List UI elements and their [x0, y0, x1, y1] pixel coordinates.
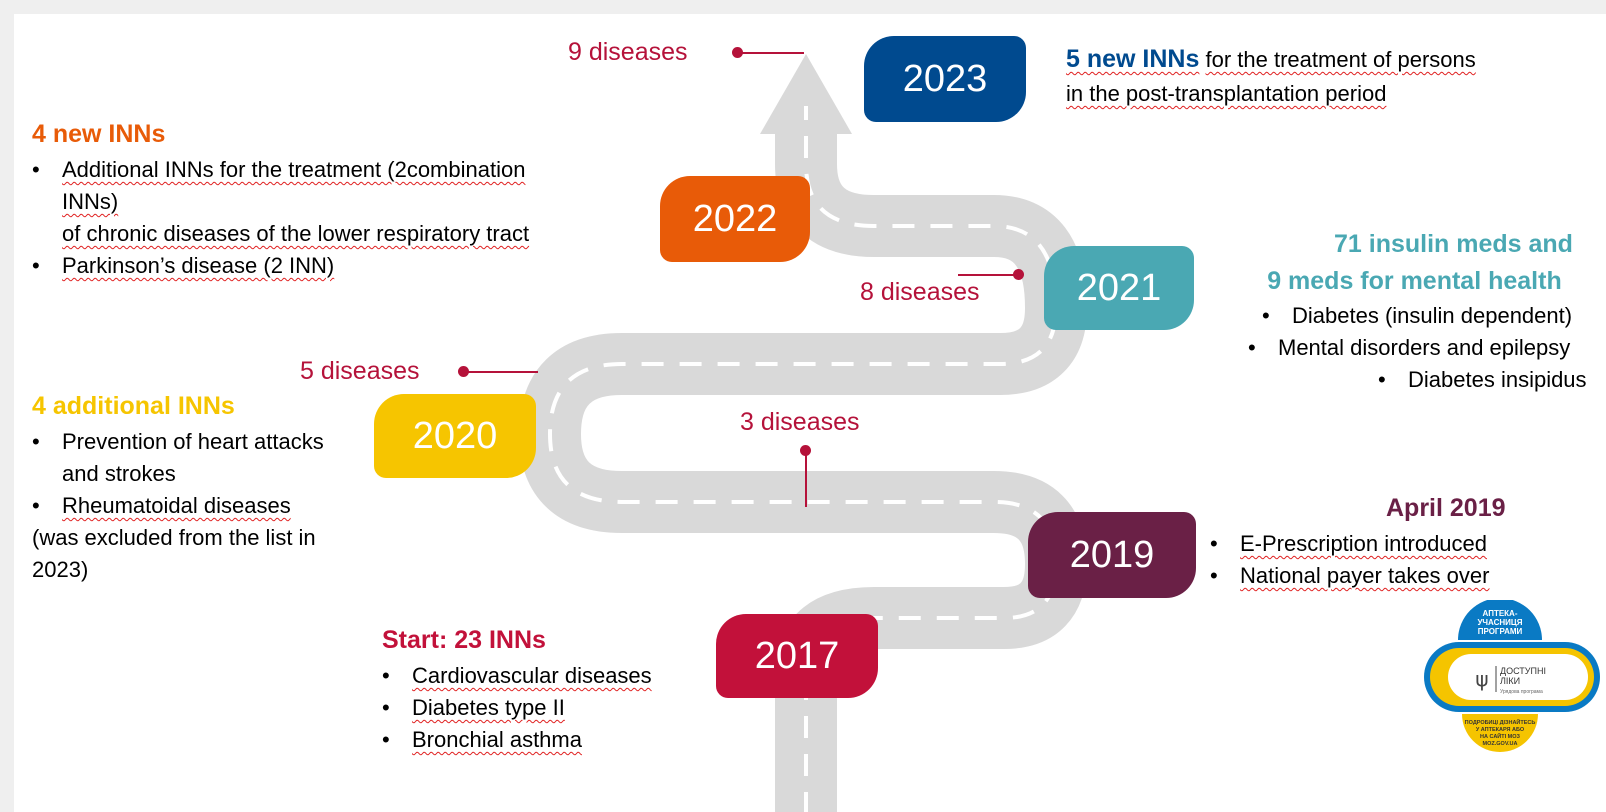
- logo-top-2: УЧАСНИЦЯ: [1477, 618, 1522, 627]
- callout-dot: [800, 445, 811, 456]
- list-item: Mental disorders and epilepsy: [1248, 332, 1587, 364]
- list-2019: E-Prescription introduced National payer…: [1210, 528, 1489, 592]
- logo-top-3: ПРОГРАМИ: [1478, 627, 1523, 636]
- callout-dot: [732, 47, 743, 58]
- slide: 2017 2019 2020 2021 2022 2023 9 diseases…: [14, 14, 1606, 812]
- list-item: Bronchial asthma: [382, 724, 652, 756]
- heading-2021: 71 insulin meds and 9 meds for mental he…: [1267, 230, 1573, 295]
- list-item: Diabetes insipidus: [1378, 364, 1587, 396]
- logo-mid-3: Урядова програма: [1500, 689, 1543, 695]
- disease-label-9: 9 diseases: [568, 38, 688, 66]
- text-2023: 5 new INNs for the treatment of persons …: [1066, 42, 1476, 111]
- heading-2022: 4 new INNs: [32, 120, 166, 148]
- logo-bot-4: MOZ.GOV.UA: [1483, 741, 1518, 747]
- disease-label-3: 3 diseases: [740, 408, 860, 436]
- list-2021: Diabetes (insulin dependent) Mental diso…: [1248, 300, 1587, 396]
- list-item: Diabetes (insulin dependent): [1262, 300, 1587, 332]
- logo-bot-1: ПОДРОБИЦІ ДІЗНАЙТЕСЬ: [1465, 718, 1536, 726]
- callout-dot: [1013, 269, 1024, 280]
- accessible-medicines-logo: АПТЕКА- УЧАСНИЦЯ ПРОГРАМИ ψ ДОСТУПНІ ЛІК…: [1424, 600, 1600, 752]
- roadmap-road: [519, 54, 1087, 812]
- logo-bot-3: НА САЙТІ МОЗ: [1480, 732, 1521, 740]
- badge-2017: 2017: [716, 614, 878, 698]
- badge-2023: 2023: [864, 36, 1026, 122]
- list-item: Additional INNs for the treatment (2comb…: [32, 154, 529, 218]
- heading-2017: Start: 23 INNs: [382, 626, 546, 654]
- list-2017: Cardiovascular diseases Diabetes type II…: [382, 660, 652, 756]
- list-item: Rheumatoidal diseases: [32, 490, 324, 522]
- text-2023-line1: for the treatment of persons: [1205, 47, 1476, 72]
- list-2022: Additional INNs for the treatment (2comb…: [32, 154, 529, 282]
- badge-2021: 2021: [1044, 246, 1194, 330]
- logo-mid-1: ДОСТУПНІ: [1500, 666, 1546, 676]
- callout-line: [738, 52, 804, 54]
- list-item: Cardiovascular diseases: [382, 660, 652, 692]
- callout-line: [805, 451, 807, 507]
- badge-2019: 2019: [1028, 512, 1196, 598]
- logo-bot-2: У АПТЕКАРЯ АБО: [1476, 727, 1525, 733]
- trident-icon: ψ: [1475, 667, 1488, 691]
- heading-2020: 4 additional INNs: [32, 392, 235, 420]
- list-item: E-Prescription introduced: [1210, 528, 1489, 560]
- callout-dot: [458, 366, 469, 377]
- text-2023-line2: in the post-transplantation period: [1066, 81, 1387, 106]
- disease-label-5: 5 diseases: [300, 357, 420, 385]
- list-item: Parkinson’s disease (2 INN): [32, 250, 529, 282]
- disease-label-8: 8 diseases: [860, 278, 980, 306]
- heading-2019: April 2019: [1386, 494, 1506, 522]
- logo-top-1: АПТЕКА-: [1483, 609, 1518, 618]
- callout-line: [958, 274, 1020, 276]
- list-item-continuation: of chronic diseases of the lower respira…: [62, 221, 530, 246]
- logo-mid-2: ЛІКИ: [1500, 676, 1520, 686]
- list-item: National payer takes over: [1210, 560, 1489, 592]
- list-item: Diabetes type II: [382, 692, 652, 724]
- badge-2022: 2022: [660, 176, 810, 262]
- badge-2020: 2020: [374, 394, 536, 478]
- heading-2023: 5 new INNs: [1066, 45, 1200, 73]
- callout-line: [464, 371, 538, 373]
